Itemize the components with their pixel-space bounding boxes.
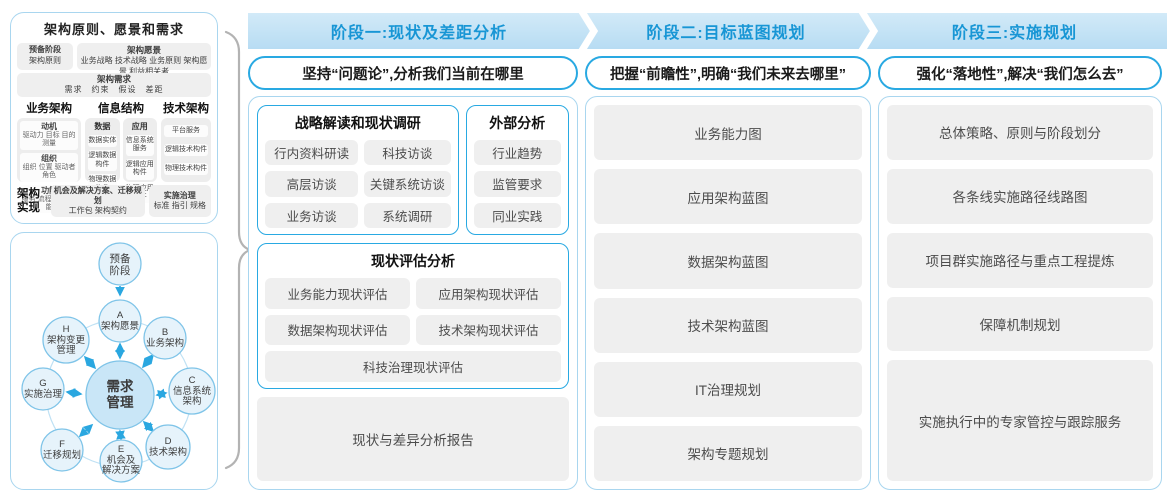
chevron-separator-2 (858, 13, 879, 49)
phase1-header: 阶段一:现状及差距分析 (330, 25, 508, 42)
prep-phase-node (98, 242, 142, 286)
svg-text:B: B (162, 327, 168, 338)
svg-text:架构变更: 架构变更 (47, 334, 86, 346)
survey-item: 业务访谈 (265, 202, 359, 228)
survey-item: 关键系统访谈 (364, 171, 451, 197)
phase2-subtitle: 把握“前瞻性”,明确“我们未来去哪里” (585, 56, 871, 90)
node-d-tech-arch (145, 424, 191, 470)
assess-item: 技术架构现状评估 (416, 314, 561, 346)
phase2-item: 技术架构蓝图 (594, 297, 862, 353)
node-f-migration-planning (40, 428, 84, 472)
adm-cycle-panel: 预备 阶段 A 架构愿景 H 架构变更 管理 B 业务架构 G 实施治理 C 信… (10, 232, 218, 490)
architecture-vision-box: 架构愿景 业务战略 技术战略 业务原则 架构愿景 利益相关者 (77, 43, 211, 76)
survey-item: 高层访谈 (265, 171, 359, 197)
svg-text:实施治理: 实施治理 (24, 388, 63, 400)
node-g-impl-governance (21, 367, 65, 411)
svg-text:D: D (165, 436, 172, 447)
gap-analysis-report-box: 现状与差异分析报告 (257, 397, 569, 481)
svg-text:架构愿景: 架构愿景 (101, 320, 139, 332)
survey-item: 系统调研 (364, 202, 451, 228)
survey-item: 行内资料研读 (265, 140, 359, 166)
svg-text:迁移规划: 迁移规划 (43, 449, 81, 461)
phase2-header: 阶段二:目标蓝图规划 (646, 25, 806, 42)
architecture-requirements-box: 架构需求 需求 约束 假设 差距 (17, 73, 211, 97)
svg-text:管理: 管理 (107, 394, 134, 410)
svg-text:阶段: 阶段 (110, 264, 131, 277)
node-b-business-arch (143, 316, 187, 360)
external-item: 监管要求 (473, 171, 561, 197)
svg-text:架构: 架构 (182, 395, 201, 407)
motivation-box: 动机 驱动力 目标 目的 测量 (20, 121, 79, 150)
external-analysis-box: 外部分析 行业趋势 监管要求 同业实践 (465, 105, 569, 235)
svg-text:E: E (118, 444, 124, 455)
implementation-governance-box: 实施治理 标准 指引 规格 (148, 185, 211, 217)
architecture-realization-row: 架构 实现 机会及解决方案、迁移规划 工作包 架构契约 实施治理 标准 指引 规… (17, 185, 211, 217)
node-e-opportunities (99, 439, 143, 483)
phase3-item: 保障机制规划 (887, 296, 1153, 352)
svg-text:需求: 需求 (107, 378, 134, 394)
external-item: 同业实践 (473, 202, 561, 228)
phase2-item: 应用架构蓝图 (594, 169, 862, 225)
node-a-vision (98, 299, 142, 343)
center-requirements-mgmt (85, 360, 155, 430)
external-item: 行业趋势 (473, 140, 561, 166)
assess-item: 业务能力现状评估 (265, 278, 410, 309)
svg-text:管理: 管理 (56, 344, 76, 356)
phase2-item: 数据架构蓝图 (594, 233, 862, 289)
svg-text:H: H (63, 324, 70, 335)
svg-text:G: G (39, 378, 46, 389)
phase2-item: IT治理规划 (594, 361, 862, 417)
svg-text:信息系统: 信息系统 (173, 385, 212, 397)
phase3-item: 总体策略、原则与阶段划分 (887, 105, 1153, 160)
assessment-box: 现状评估分析 业务能力现状评估 应用架构现状评估 数据架构现状评估 技术架构现状… (257, 243, 569, 389)
phase3-item: 各条线实施路径线路图 (887, 168, 1153, 224)
phase3-item: 项目群实施路径与重点工程提炼 (887, 232, 1153, 288)
svg-text:预备: 预备 (110, 252, 131, 265)
svg-text:F: F (59, 439, 65, 450)
adm-arrows (65, 286, 168, 441)
phase2-item: 架构专题规划 (594, 425, 862, 482)
realization-label: 架构 实现 (17, 187, 40, 214)
adm-cycle-diagram: 预备 阶段 A 架构愿景 H 架构变更 管理 B 业务架构 G 实施治理 C 信… (21, 242, 216, 483)
data-subcolumn: 数据 数据实体 逻辑数据构件 物理数据构件 (85, 118, 120, 195)
technology-architecture-column: 技术架构 平台服务 逻辑技术构件 物理技术构件 (160, 100, 211, 182)
phase3-column: 总体策略、原则与阶段划分 各条线实施路径线路图 项目群实施路径与重点工程提炼 保… (878, 96, 1162, 490)
organization-box: 组织 组织 位置 驱动者 角色 (20, 152, 79, 182)
phase2-column: 业务能力图 应用架构蓝图 数据架构蓝图 技术架构蓝图 IT治理规划 架构专题规划 (585, 96, 871, 490)
survey-item: 科技访谈 (364, 140, 451, 166)
phase3-item: 实施执行中的专家管控与跟踪服务 (887, 360, 1153, 482)
svg-text:解决方案: 解决方案 (102, 464, 141, 476)
svg-text:A: A (117, 310, 124, 321)
strategy-survey-box: 战略解读和现状调研 行内资料研读 科技访谈 高层访谈 关键系统访谈 业务访谈 系… (257, 105, 459, 235)
phase2-item: 业务能力图 (594, 105, 862, 161)
opportunities-migration-box: 机会及解决方案、迁移规划 工作包 架构契约 (51, 185, 145, 217)
information-structure-column: 信息结构 数据 数据实体 逻辑数据构件 物理数据构件 应用 信息系统服务 逻辑应… (85, 100, 157, 204)
phase1-column: 战略解读和现状调研 行内资料研读 科技访谈 高层访谈 关键系统访谈 业务访谈 系… (248, 96, 578, 490)
svg-text:机会及: 机会及 (107, 454, 136, 466)
node-c-info-system-arch (168, 367, 216, 415)
assess-item: 科技治理现状评估 (265, 351, 561, 382)
architecture-content-panel: 架构原则、愿景和需求 预备阶段 架构原则 架构愿景 业务战略 技术战略 业务原则… (10, 12, 218, 224)
svg-text:技术架构: 技术架构 (149, 446, 187, 458)
assess-item: 应用架构现状评估 (416, 278, 561, 309)
panel-title: 架构原则、愿景和需求 (43, 22, 184, 37)
business-architecture-column: 业务架构 动机 驱动力 目标 目的 测量 组织 组织 位置 驱动者 角色 功能 … (17, 100, 82, 214)
node-h-change-mgmt (42, 316, 90, 364)
svg-text:C: C (189, 375, 196, 386)
phase1-subtitle: 坚持“问题论”,分析我们当前在哪里 (248, 56, 578, 90)
assess-item: 数据架构现状评估 (265, 314, 410, 346)
phase-band: 阶段一:现状及差距分析 阶段二:目标蓝图规划 阶段三:实施规划 (248, 13, 1167, 49)
phase3-header: 阶段三:实施规划 (951, 25, 1078, 42)
prep-phase-box: 预备阶段 架构原则 (17, 43, 73, 70)
chevron-separator-1 (578, 13, 599, 49)
phase3-subtitle: 强化“落地性”,解决“我们怎么去” (878, 56, 1162, 90)
svg-text:业务架构: 业务架构 (146, 337, 184, 349)
application-subcolumn: 应用 信息系统服务 逻辑应用构件 物理应用构件 (122, 118, 157, 204)
